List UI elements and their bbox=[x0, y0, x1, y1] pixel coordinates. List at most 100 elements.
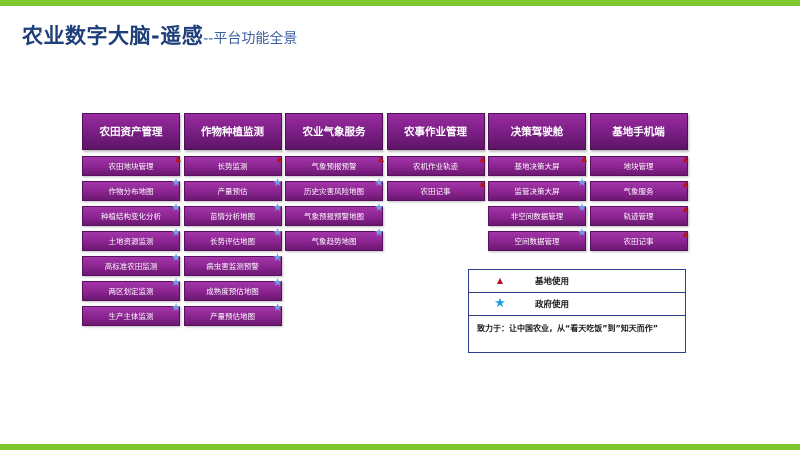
feature-tile[interactable]: 长势监测 ▲ bbox=[183, 154, 283, 176]
feature-tile-label: 气象趋势地图 bbox=[311, 237, 357, 246]
feature-tile[interactable]: 监管决策大屏 ★ bbox=[488, 176, 587, 201]
triangle-icon: ▲ bbox=[682, 229, 689, 238]
feature-tile[interactable]: 产量预估地图★ bbox=[183, 302, 283, 326]
star-icon: ★ bbox=[494, 296, 506, 311]
feature-tile[interactable]: 农田记事 ▲ bbox=[386, 179, 486, 201]
triangle-icon: ▲ bbox=[682, 204, 689, 213]
feature-tile-label: 轨迹管理 bbox=[623, 212, 654, 221]
feature-tile[interactable]: 作物分布地图★ bbox=[82, 177, 181, 201]
feature-tile[interactable]: 历史灾害风险地图★ bbox=[285, 177, 384, 201]
feature-tile-label: 长势评估地图 bbox=[210, 237, 255, 246]
feature-tile[interactable]: 苗情分析地图 ★ bbox=[183, 201, 283, 226]
column-header[interactable]: 决策驾驶舱 bbox=[488, 113, 586, 150]
feature-tile-label: 生产主体监测 bbox=[108, 312, 154, 321]
column-items: 气象预报预警 ▲ 历史灾害风险地图★ 气象预报预警地图 ★ 气象趋势地图 ★ bbox=[285, 154, 384, 251]
column-header[interactable]: 农田资产管理 bbox=[82, 113, 180, 150]
star-icon: ★ bbox=[171, 301, 181, 314]
feature-tile[interactable]: 生产主体监测 ★ bbox=[82, 301, 181, 326]
feature-tile-label: 非空间数据管理 bbox=[510, 212, 564, 221]
star-icon: ★ bbox=[577, 201, 587, 214]
feature-tile[interactable]: 气象预报预警 ▲ bbox=[285, 154, 384, 176]
feature-tile[interactable]: 气象趋势地图 ★ bbox=[285, 226, 384, 251]
feature-tile-label: 气象服务 bbox=[623, 187, 654, 196]
function-column: 作物种植监测长势监测 ▲ 产量预估 ★ 苗情分析地图 ★ 长势评估地图 ★ 病虫害监测预警 ★ 成熟… bbox=[183, 113, 283, 331]
column-header[interactable]: 作物种植监测 bbox=[183, 113, 282, 150]
feature-tile-label: 成熟度预估地图 bbox=[206, 287, 259, 296]
legend-gov-label: 政府使用 bbox=[535, 300, 570, 310]
feature-tile[interactable]: 高标准农田监测 ★ bbox=[82, 251, 181, 276]
feature-tile[interactable]: 种植结构变化分析★ bbox=[82, 201, 181, 226]
feature-tile-label: 病虫害监测预警 bbox=[206, 262, 259, 271]
function-column: 基地手机端地块管理 ▲ 气象服务 ▲ 轨迹管理 ▲ 农田记事 ▲ bbox=[589, 113, 689, 256]
feature-tile[interactable]: 轨迹管理 ▲ bbox=[589, 204, 689, 226]
star-icon: ★ bbox=[272, 226, 283, 239]
feature-tile[interactable]: 基地决策大屏 ▲ bbox=[488, 154, 587, 176]
feature-tile[interactable]: 两区划定监测 ★ bbox=[82, 276, 181, 301]
triangle-icon: ▲ bbox=[377, 154, 384, 163]
feature-tile-label: 土地资源监测 bbox=[108, 237, 154, 246]
legend-row-gov: ★ 政府使用 bbox=[469, 293, 685, 316]
column-items: 地块管理 ▲ 气象服务 ▲ 轨迹管理 ▲ 农田记事 ▲ bbox=[589, 154, 689, 251]
feature-tile-label: 产量预估地图 bbox=[210, 312, 255, 321]
feature-tile[interactable]: 非空间数据管理 ★ bbox=[488, 201, 587, 226]
feature-tile[interactable]: 农田地块管理▲ bbox=[82, 154, 181, 176]
feature-tile-label: 气象预报预警 bbox=[311, 162, 357, 171]
feature-tile[interactable]: 病虫害监测预警 ★ bbox=[183, 251, 283, 276]
feature-tile-label: 两区划定监测 bbox=[108, 287, 154, 296]
triangle-icon: ▲ bbox=[682, 179, 689, 188]
feature-tile[interactable]: 农田记事 ▲ bbox=[589, 229, 689, 251]
feature-tile-label: 农田地块管理 bbox=[108, 162, 154, 171]
triangle-icon: ▲ bbox=[479, 179, 486, 188]
feature-tile-label: 空间数据管理 bbox=[514, 237, 560, 246]
column-items: 农田地块管理▲作物分布地图★种植结构变化分析★土地资源监测★高标准农田监测★两区… bbox=[82, 154, 181, 326]
function-column: 农业气象服务气象预报预警 ▲ 历史灾害风险地图★ 气象预报预警地图 ★ 气象趋势地图 ★ bbox=[285, 113, 384, 256]
feature-tile-label: 气象预报预警地图 bbox=[304, 212, 364, 221]
legend-row-base: ▲ 基地使用 bbox=[469, 270, 685, 293]
star-icon: ★ bbox=[577, 226, 587, 239]
column-items: 基地决策大屏 ▲ 监管决策大屏 ★ 非空间数据管理 ★ 空间数据管理 ★ bbox=[488, 154, 587, 251]
feature-tile[interactable]: 气象服务 ▲ bbox=[589, 179, 689, 201]
triangle-icon: ▲ bbox=[479, 154, 486, 163]
feature-tile-label: 苗情分析地图 bbox=[210, 212, 255, 221]
star-icon: ★ bbox=[374, 201, 384, 214]
page-title-sub: --平台功能全景 bbox=[203, 31, 298, 47]
feature-tile-label: 产量预估 bbox=[217, 187, 248, 196]
star-icon: ★ bbox=[171, 201, 181, 214]
feature-tile-label: 基地决策大屏 bbox=[514, 162, 560, 171]
function-column: 农田资产管理农田地块管理▲作物分布地图★种植结构变化分析★土地资源监测★高标准农… bbox=[82, 113, 181, 331]
feature-tile[interactable]: 产量预估 ★ bbox=[183, 176, 283, 201]
feature-tile[interactable]: 长势评估地图 ★ bbox=[183, 226, 283, 251]
star-icon: ★ bbox=[272, 251, 283, 264]
feature-tile[interactable]: 气象预报预警地图 ★ bbox=[285, 201, 384, 226]
column-header[interactable]: 农业气象服务 bbox=[285, 113, 383, 150]
triangle-icon: ▲ bbox=[276, 154, 283, 163]
function-column: 农事作业管理农机作业轨迹▲ 农田记事 ▲ bbox=[386, 113, 486, 206]
legend-note: 致力于：让中国农业，从“看天吃饭”到”知天而作” bbox=[477, 324, 659, 333]
feature-tile-label: 长势监测 bbox=[217, 162, 248, 171]
feature-tile-label: 历史灾害风险地图 bbox=[304, 187, 364, 196]
feature-tile[interactable]: 成熟度预估地图★ bbox=[183, 277, 283, 301]
star-icon: ★ bbox=[272, 176, 283, 189]
feature-tile[interactable]: 土地资源监测 ★ bbox=[82, 226, 181, 251]
star-icon: ★ bbox=[171, 251, 181, 264]
star-icon: ★ bbox=[577, 176, 587, 189]
feature-tile-label: 高标准农田监测 bbox=[104, 262, 158, 271]
triangle-icon: ▲ bbox=[580, 154, 587, 163]
star-icon: ★ bbox=[171, 226, 181, 239]
feature-tile[interactable]: 农机作业轨迹▲ bbox=[386, 154, 486, 176]
feature-tile-label: 地块管理 bbox=[623, 162, 654, 171]
feature-tile-label: 农田记事 bbox=[623, 237, 654, 246]
top-accent-bar bbox=[0, 0, 800, 6]
feature-tile[interactable]: 空间数据管理 ★ bbox=[488, 226, 587, 251]
triangle-icon: ▲ bbox=[682, 154, 689, 163]
feature-tile[interactable]: 地块管理 ▲ bbox=[589, 154, 689, 176]
column-header[interactable]: 基地手机端 bbox=[589, 113, 688, 150]
feature-tile-label: 作物分布地图 bbox=[108, 187, 154, 196]
star-icon: ★ bbox=[272, 201, 283, 214]
star-icon: ★ bbox=[374, 226, 384, 239]
page-title-main: 农业数字大脑-遥感 bbox=[22, 24, 204, 48]
column-header[interactable]: 农事作业管理 bbox=[386, 113, 485, 150]
feature-tile-label: 农田记事 bbox=[420, 187, 451, 196]
feature-tile-label: 监管决策大屏 bbox=[514, 187, 560, 196]
star-icon: ★ bbox=[171, 276, 181, 289]
